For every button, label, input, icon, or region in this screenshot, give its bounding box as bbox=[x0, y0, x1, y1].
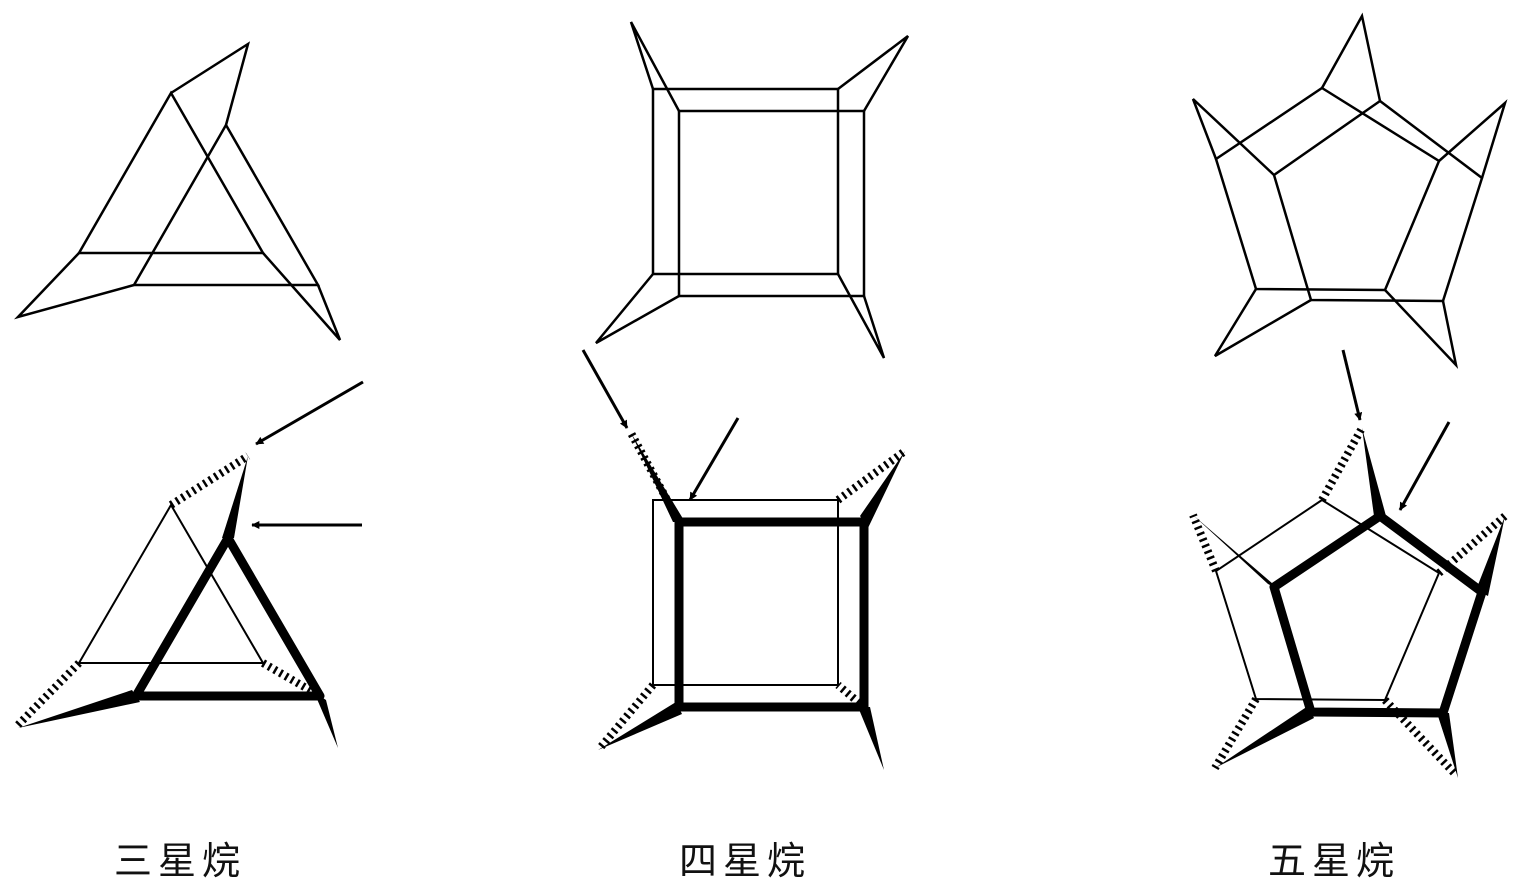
arrow-pentastarane-bridge bbox=[1398, 421, 1451, 511]
arrow-pentastarane-apex bbox=[1341, 349, 1363, 421]
pentastarane-line-drawing bbox=[1191, 12, 1508, 370]
pointer-arrows bbox=[251, 349, 1451, 529]
arrow-tetrastarane-apex bbox=[581, 349, 629, 429]
trishelane-label: 三星烷 bbox=[113, 839, 246, 883]
pentastarane-stereo-drawing bbox=[1189, 426, 1508, 778]
tetrastarane-line-drawing bbox=[595, 21, 910, 359]
trishelane-stereo-drawing bbox=[15, 452, 338, 748]
arrow-trishelane-apex bbox=[255, 380, 364, 446]
tetrastarane-stereo-drawing bbox=[596, 431, 908, 770]
tetrastarane-label: 四星烷 bbox=[678, 839, 811, 883]
trishelane-line-drawing bbox=[13, 41, 342, 341]
pentastarane-label: 五星烷 bbox=[1267, 839, 1400, 883]
arrow-tetrastarane-bridge bbox=[688, 417, 740, 501]
